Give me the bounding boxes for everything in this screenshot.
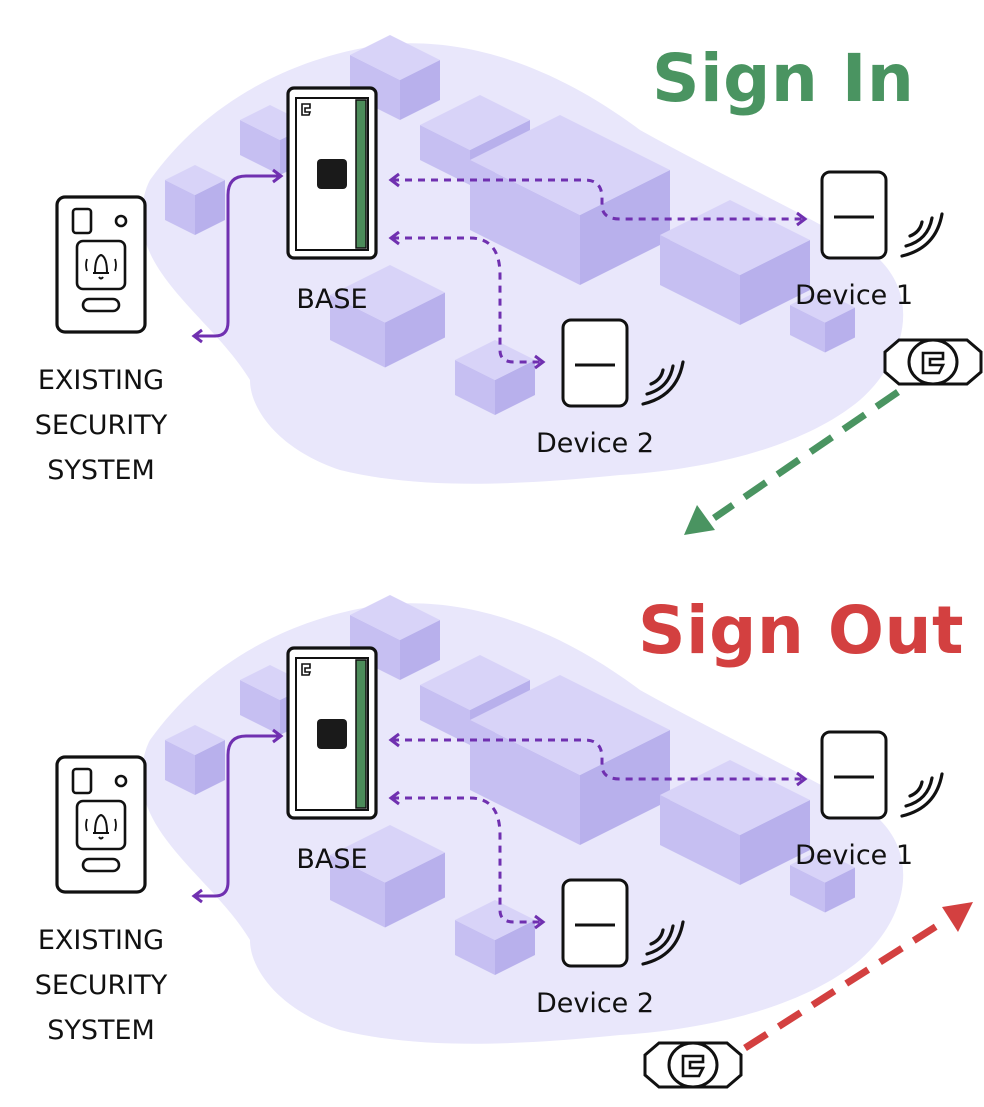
device2-label: Device 2 bbox=[535, 428, 655, 459]
label-line: EXISTING bbox=[37, 925, 165, 956]
arrowhead bbox=[191, 888, 203, 904]
security-panel-icon bbox=[55, 195, 147, 334]
sign-out-diagram bbox=[55, 595, 973, 1089]
existing-security-system-label: EXISTING SECURITY SYSTEM bbox=[35, 358, 168, 493]
wireless-link-device2 bbox=[392, 236, 542, 364]
device1-icon bbox=[820, 730, 888, 820]
arrowhead bbox=[272, 168, 284, 184]
label-line: SECURITY bbox=[34, 410, 168, 441]
connection-lines bbox=[191, 168, 808, 370]
logo-icon bbox=[301, 103, 312, 116]
wristband-tag-icon bbox=[643, 1041, 743, 1089]
arrowhead bbox=[796, 771, 808, 787]
building-block bbox=[470, 675, 670, 845]
building-block bbox=[350, 35, 440, 120]
fingerprint-pad bbox=[317, 159, 347, 189]
building-block bbox=[165, 165, 225, 235]
arrowhead bbox=[388, 732, 400, 748]
arrowhead bbox=[388, 172, 400, 188]
building-block bbox=[350, 595, 440, 680]
base-label: BASE bbox=[296, 284, 368, 315]
base-station-icon bbox=[286, 646, 378, 820]
building-block bbox=[790, 850, 855, 913]
movement-arrow bbox=[743, 902, 973, 1051]
bell-icon bbox=[75, 239, 127, 291]
label-line: EXISTING bbox=[37, 365, 165, 396]
wired-connection bbox=[196, 174, 279, 338]
wireless-link-device2 bbox=[392, 796, 542, 924]
sign-out-title: Sign Out bbox=[638, 592, 965, 669]
building-block bbox=[330, 825, 445, 928]
arrowhead bbox=[388, 790, 400, 806]
wireless-signal-icon bbox=[900, 772, 944, 818]
bell-icon bbox=[75, 799, 127, 851]
wireless-signal-icon bbox=[641, 360, 685, 406]
sign-in-panel: Sign In BASE Device 1 Device 2 EXISTING … bbox=[0, 0, 984, 547]
building-block bbox=[455, 900, 535, 975]
sign-in-title: Sign In bbox=[652, 40, 915, 117]
arrowhead bbox=[191, 328, 203, 344]
building-block bbox=[470, 115, 670, 285]
wireless-signal-icon bbox=[900, 212, 944, 258]
device1-icon bbox=[820, 170, 888, 260]
logo-icon bbox=[301, 663, 312, 676]
wireless-link-device1 bbox=[392, 738, 804, 781]
wristband-tag-icon bbox=[883, 338, 983, 386]
sign-out-panel: Sign Out BASE Device 1 Device 2 EXISTING… bbox=[0, 560, 984, 1107]
device1-label: Device 1 bbox=[794, 280, 914, 311]
base-label: BASE bbox=[296, 844, 368, 875]
label-line: SYSTEM bbox=[47, 1015, 155, 1046]
building-block bbox=[330, 265, 445, 368]
security-panel-icon bbox=[55, 755, 147, 894]
wireless-signal-icon bbox=[641, 920, 685, 966]
base-station-icon bbox=[286, 86, 378, 260]
arrowhead bbox=[272, 728, 284, 744]
movement-arrow bbox=[684, 389, 900, 535]
existing-security-system-label: EXISTING SECURITY SYSTEM bbox=[35, 918, 168, 1053]
label-line: SYSTEM bbox=[47, 455, 155, 486]
arrowhead bbox=[534, 354, 546, 370]
building-block bbox=[455, 340, 535, 415]
arrowhead bbox=[796, 211, 808, 227]
device2-icon bbox=[561, 318, 629, 408]
device1-label: Device 1 bbox=[794, 840, 914, 871]
wireless-link-device1 bbox=[392, 178, 804, 221]
building-block bbox=[790, 290, 855, 353]
fingerprint-pad bbox=[317, 719, 347, 749]
building-block bbox=[165, 725, 225, 795]
sign-in-diagram bbox=[55, 35, 983, 535]
device2-label: Device 2 bbox=[535, 988, 655, 1019]
arrowhead bbox=[534, 914, 546, 930]
connection-lines bbox=[191, 728, 808, 930]
arrowhead bbox=[388, 230, 400, 246]
label-line: SECURITY bbox=[34, 970, 168, 1001]
wired-connection bbox=[196, 734, 279, 898]
device2-icon bbox=[561, 878, 629, 968]
